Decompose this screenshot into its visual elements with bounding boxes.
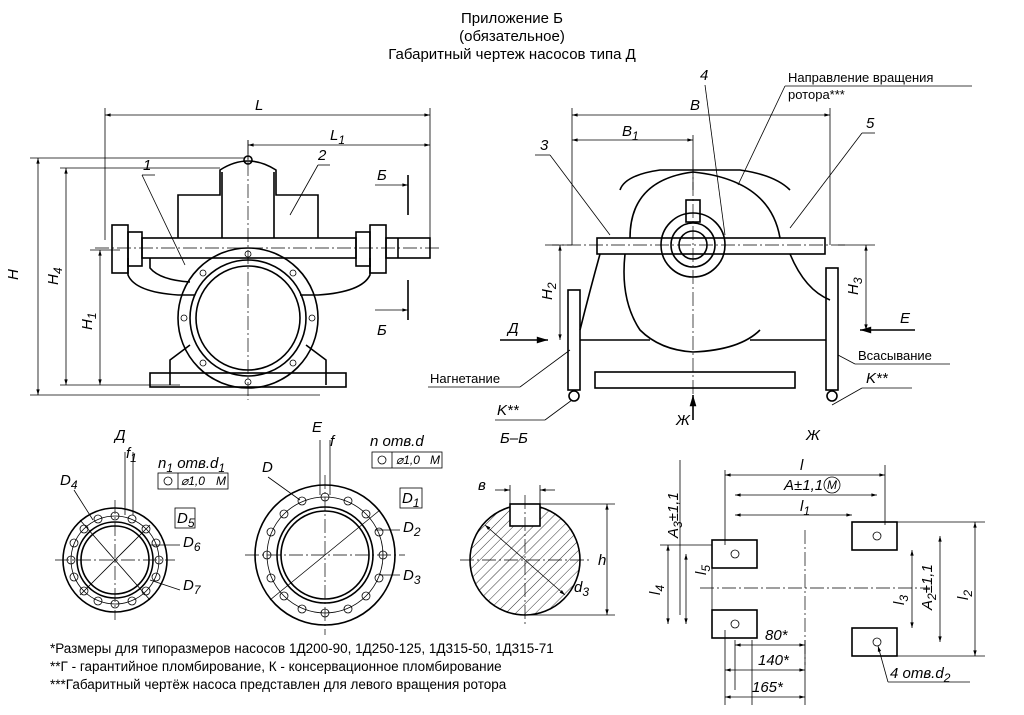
foot-l5: l5 bbox=[693, 565, 713, 575]
foot-holes-4: 4 отв.d2 bbox=[890, 665, 951, 685]
flange-E-holes: n отв.d bbox=[370, 433, 424, 450]
foot-l4: l4 bbox=[647, 585, 667, 595]
flange-D-f1: f1 bbox=[126, 445, 137, 465]
seal-K-right: K** bbox=[866, 370, 889, 387]
foot-A-tolerance: A±1,1 bbox=[783, 477, 823, 494]
foot-dim-140: 140* bbox=[758, 652, 790, 669]
callout-1: 1 bbox=[143, 157, 151, 174]
arrow-Zh-label: Ж bbox=[675, 412, 691, 429]
footnote-3: ***Габаритный чертёж насоса представлен … bbox=[50, 677, 507, 692]
footnotes: *Размеры для типоразмеров насосов 1Д200-… bbox=[50, 640, 554, 694]
shaft-b: в bbox=[478, 477, 486, 494]
flange-E-f: f bbox=[330, 433, 336, 450]
flange-D-tolerance: ⌀1,0 bbox=[181, 474, 205, 488]
arrow-Zh-label-2: Ж bbox=[805, 427, 821, 444]
front-view: L L1 H H4 H1 bbox=[5, 97, 440, 400]
appendix-status: (обязательное) bbox=[459, 28, 565, 45]
side-view: B B1 Направление вращения ротора*** 3 4 … bbox=[428, 67, 972, 447]
footnote-2: **Г - гарантийное пломбирование, К - кон… bbox=[50, 659, 502, 674]
flange-E-D: D bbox=[262, 459, 273, 476]
shaft-d3: d3 bbox=[574, 579, 589, 599]
shaft-h: h bbox=[598, 552, 606, 569]
callout-3: 3 bbox=[540, 137, 549, 154]
section-BB-label: Б–Б bbox=[500, 430, 528, 447]
flange-E-D3: D3 bbox=[403, 567, 421, 587]
foot-dim-165: 165* bbox=[752, 679, 784, 696]
foot-A-M: M bbox=[827, 478, 837, 492]
flange-E-view: E f n отв.d ⌀1,0 M D D1 D2 D3 bbox=[245, 419, 443, 635]
footnote-1: *Размеры для типоразмеров насосов 1Д200-… bbox=[50, 641, 554, 656]
flange-E-D2: D2 bbox=[403, 519, 421, 539]
callout-5: 5 bbox=[866, 115, 875, 132]
flange-E-view-label: E bbox=[312, 419, 323, 436]
foot-l2: l2 bbox=[955, 590, 975, 600]
rotation-note-line1: Направление вращения bbox=[788, 70, 933, 85]
dim-H1-label: H1 bbox=[79, 312, 99, 330]
section-mark-top: Б bbox=[377, 167, 387, 184]
dim-H3-label: H3 bbox=[845, 277, 865, 295]
foot-A3: A3±1,1 bbox=[665, 492, 685, 539]
flange-D-tolerance-M: M bbox=[216, 474, 226, 488]
callout-4: 4 bbox=[700, 67, 708, 84]
dim-B1-label: B1 bbox=[622, 123, 639, 143]
foot-dim-80: 80* bbox=[765, 627, 789, 644]
callout-2: 2 bbox=[317, 147, 327, 164]
seal-K-left: K** bbox=[497, 402, 520, 419]
rotation-note-line2: ротора*** bbox=[788, 87, 845, 102]
dim-H-label: H bbox=[5, 269, 22, 280]
flange-D-holes: n1 отв.d1 bbox=[158, 455, 225, 475]
foot-l1: l1 bbox=[800, 498, 810, 518]
arrow-E-label: E bbox=[900, 310, 911, 327]
shaft-section: в h d3 bbox=[460, 477, 615, 625]
foot-l3: l3 bbox=[891, 595, 911, 605]
dim-H4-label: H4 bbox=[45, 267, 65, 285]
flange-E-D1: D1 bbox=[402, 490, 420, 510]
discharge-label: Нагнетание bbox=[430, 371, 500, 386]
dim-L1-label: L1 bbox=[330, 127, 345, 147]
dim-H2-label: H2 bbox=[539, 282, 559, 300]
dim-L-label: L bbox=[255, 97, 263, 114]
appendix-title: Приложение Б bbox=[461, 10, 563, 27]
flange-D-D6: D6 bbox=[183, 534, 201, 554]
flange-D-D7: D7 bbox=[183, 577, 202, 597]
foot-A2: A2±1,1 bbox=[919, 564, 939, 611]
flange-D-D4: D4 bbox=[60, 472, 78, 492]
flange-D-view-label: Д bbox=[113, 427, 126, 444]
flange-D-D5: D5 bbox=[177, 510, 195, 530]
arrow-D-label: Д bbox=[506, 320, 519, 337]
foot-l: l bbox=[800, 457, 804, 474]
section-mark-bottom: Б bbox=[377, 322, 387, 339]
flange-E-tolerance-M: M bbox=[430, 453, 440, 467]
drawing-title: Габаритный чертеж насосов типа Д bbox=[388, 46, 636, 63]
foot-view: l A±1,1 M l1 l4 A3±1,1 l5 l2 A2±1,1 bbox=[647, 457, 985, 705]
flange-E-tolerance: ⌀1,0 bbox=[396, 453, 420, 467]
suction-label: Всасывание bbox=[858, 348, 932, 363]
dim-B-label: B bbox=[690, 97, 700, 114]
flange-D-view: Д f1 n1 отв.d1 ⌀1,0 M D4 D5 D6 bbox=[55, 427, 229, 620]
